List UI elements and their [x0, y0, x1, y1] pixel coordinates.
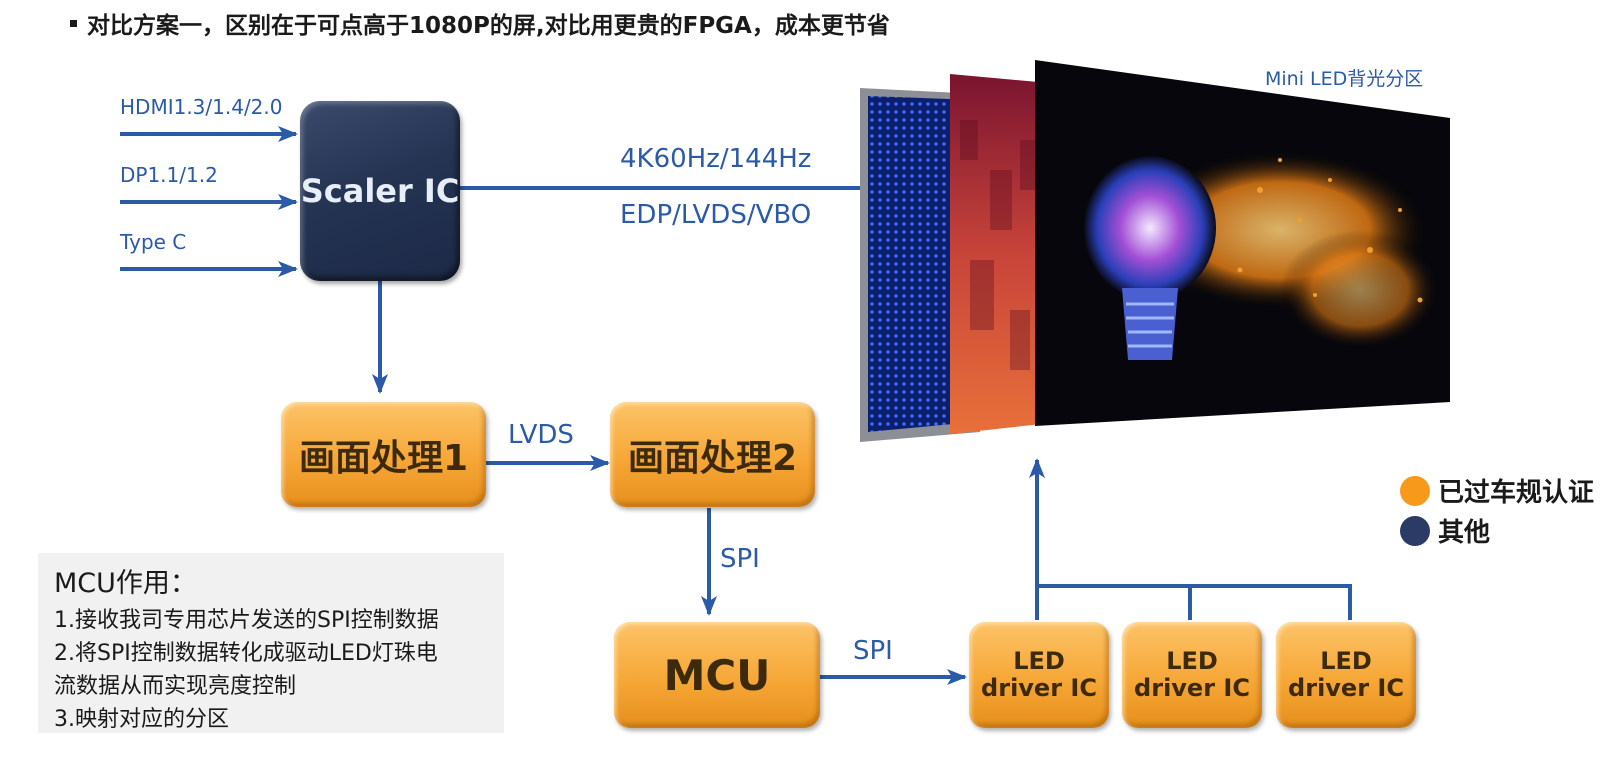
page-title: 对比方案一，区别在于可点高于1080P的屏,对比用更贵的FPGA，成本更节省: [70, 6, 890, 40]
note-line-1: 1.接收我司专用芯片发送的SPI控制数据: [54, 608, 439, 633]
display-label: Mini LED背光分区: [1265, 68, 1424, 90]
signal-label-lvds: LVDS: [508, 420, 574, 450]
input-label-hdmi: HDMI1.3/1.4/2.0: [120, 95, 283, 119]
note-title: MCU作用：: [54, 568, 197, 599]
legend-dot-navy: [1400, 515, 1430, 546]
led-driver-line2: driver IC: [1288, 674, 1404, 702]
wire-led-bus: [1035, 584, 1352, 620]
input-label-typec: Type C: [120, 230, 187, 254]
diffuser-layer: [950, 74, 1060, 434]
led-driver-line1: LED: [1320, 647, 1372, 675]
led-driver-line2: driver IC: [981, 674, 1097, 702]
legend-item-other: 其他: [1400, 512, 1490, 549]
bullet-icon: [70, 20, 77, 27]
legend-item-certified: 已过车规认证: [1400, 472, 1594, 509]
legend-label-other: 其他: [1438, 518, 1491, 548]
image-processing-2-block: 画面处理2: [610, 402, 815, 507]
signal-label-spi-1: SPI: [720, 544, 760, 574]
mini-led-display-illustration: [860, 60, 1450, 442]
led-driver-line1: LED: [1013, 647, 1065, 675]
signal-label-spi-2: SPI: [853, 636, 893, 666]
mcu-block: MCU: [614, 622, 820, 728]
scaler-ic-block: Scaler IC: [300, 101, 460, 281]
input-label-dp: DP1.1/1.2: [120, 163, 218, 187]
note-line-4: 3.映射对应的分区: [54, 707, 229, 732]
signal-label-interface: EDP/LVDS/VBO: [620, 200, 812, 230]
mcu-function-note: MCU作用： 1.接收我司专用芯片发送的SPI控制数据 2.将SPI控制数据转化…: [38, 553, 504, 733]
note-line-2: 2.将SPI控制数据转化成驱动LED灯珠电: [54, 641, 438, 666]
led-driver-line2: driver IC: [1134, 674, 1250, 702]
image-processing-1-block: 画面处理1: [281, 402, 486, 507]
light-bulb-icon: [1084, 156, 1216, 300]
page-title-text: 对比方案一，区别在于可点高于1080P的屏,对比用更贵的FPGA，成本更节省: [87, 13, 890, 39]
legend-label-certified: 已过车规认证: [1438, 478, 1595, 508]
led-driver-line1: LED: [1166, 647, 1218, 675]
legend-dot-orange: [1400, 475, 1430, 506]
note-line-3: 流数据从而实现亮度控制: [54, 674, 297, 699]
signal-label-resolution: 4K60Hz/144Hz: [620, 144, 812, 174]
